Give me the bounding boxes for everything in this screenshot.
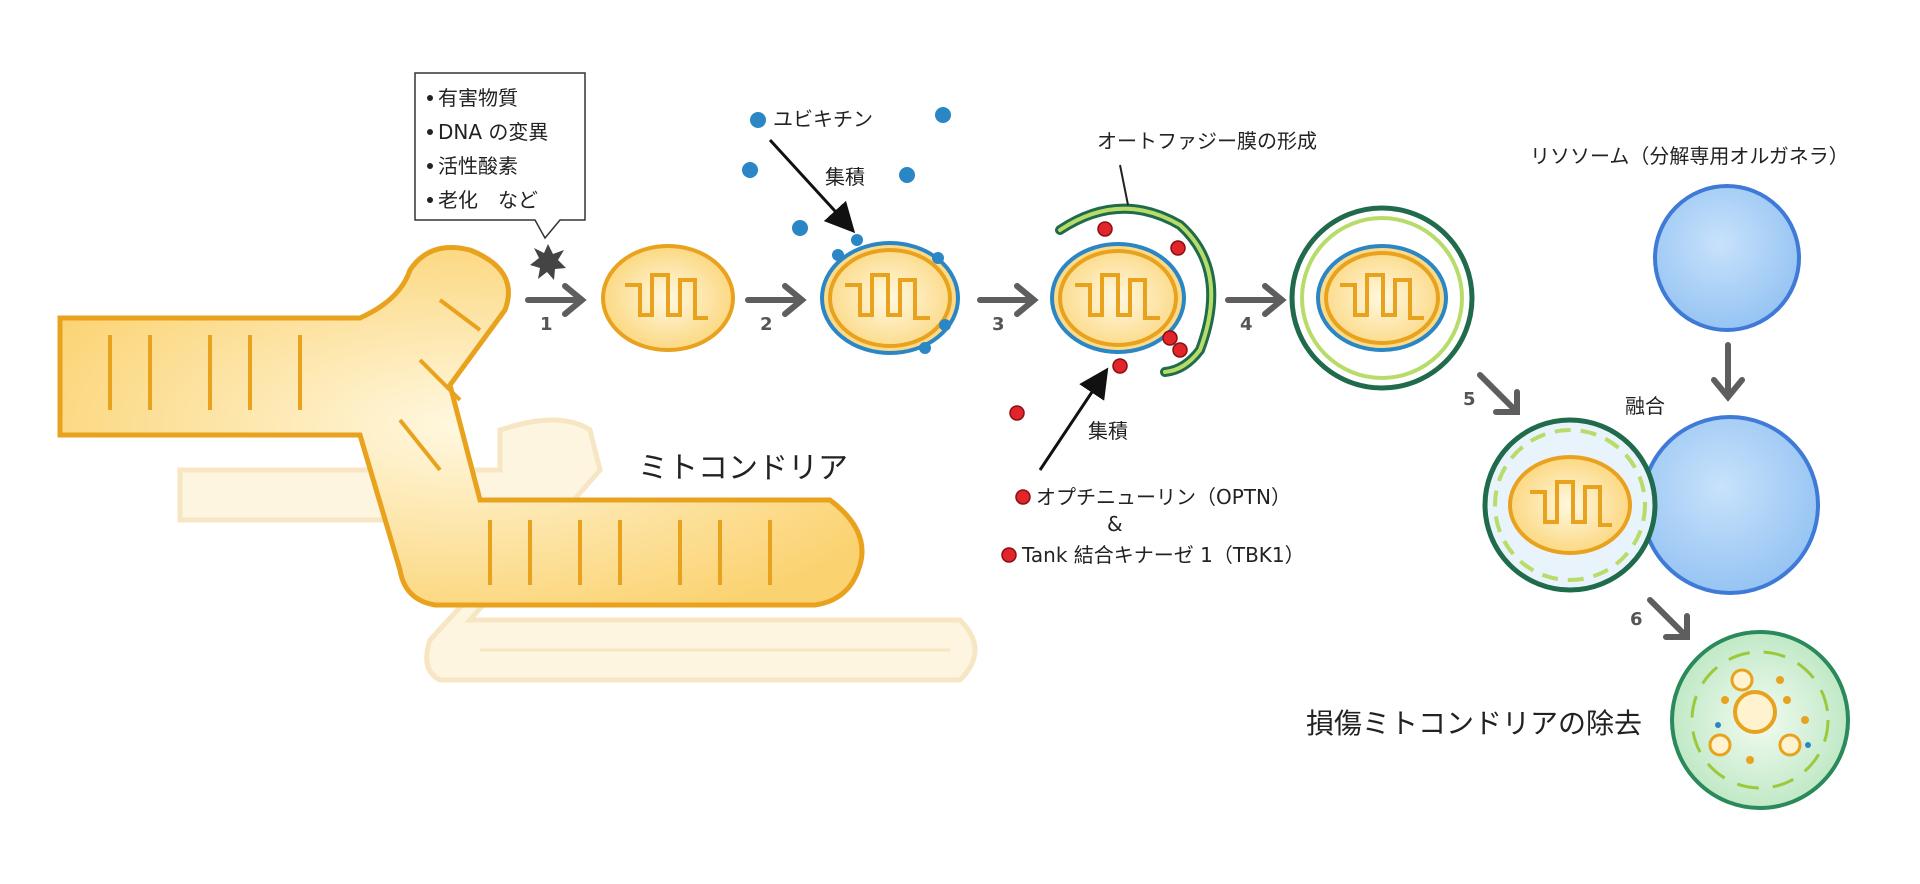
autophagosome	[1289, 205, 1475, 391]
ubiquitinated-mitochondrion	[820, 241, 960, 355]
lysosome	[1653, 184, 1801, 332]
accumulate-label-top: 集積	[825, 165, 865, 189]
degraded-vesicle	[1670, 630, 1850, 810]
step-number: 6	[1630, 609, 1643, 630]
accumulate-label-bottom: 集積	[1088, 419, 1128, 443]
stressor-item: 老化 など	[438, 188, 538, 212]
tbk1-legend-dot	[1001, 547, 1017, 563]
autolysosome-fusion	[1482, 415, 1820, 595]
mitochondria-network	[57, 245, 865, 608]
step-number: 1	[540, 314, 553, 335]
step-number: 3	[992, 314, 1005, 335]
stressor-item: 活性酸素	[438, 154, 518, 178]
accumulate-arrow-top	[768, 138, 856, 234]
ubiquitin-dots	[742, 107, 951, 354]
step-number: 5	[1463, 389, 1476, 410]
and-label: &	[1107, 512, 1123, 536]
autophagy-membrane-label: オートファジー膜の形成	[1097, 129, 1317, 153]
tbk1-label: Tank 結合キナーゼ 1（TBK1）	[1021, 543, 1305, 567]
stressor-item: 有害物質	[438, 86, 518, 110]
stressor-item: DNA の変異	[438, 120, 548, 144]
optn-tbk1-dots	[1009, 221, 1188, 421]
forming-autophagosome	[1050, 164, 1217, 377]
ubiquitin-label: ユビキチン	[773, 107, 873, 131]
mitochondria-label: ミトコンドリア	[638, 451, 848, 486]
optn-label: オプチニューリン（OPTN）	[1036, 485, 1291, 509]
damaged-mitochondrion	[601, 244, 735, 352]
step-arrows	[525, 283, 1745, 640]
optn-legend-dot	[1015, 489, 1031, 505]
stressor-callout: 有害物質 DNA の変異 活性酸素 老化 など	[414, 72, 586, 240]
lysosome-label: リソソーム（分解専用オルガネラ）	[1530, 144, 1849, 168]
step-number: 4	[1240, 314, 1253, 335]
step-number: 2	[760, 314, 773, 335]
damage-starburst-icon	[530, 244, 566, 280]
removal-label: 損傷ミトコンドリアの除去	[1306, 707, 1642, 740]
accumulate-arrow-bottom	[1038, 367, 1109, 471]
fusion-label: 融合	[1625, 394, 1665, 418]
